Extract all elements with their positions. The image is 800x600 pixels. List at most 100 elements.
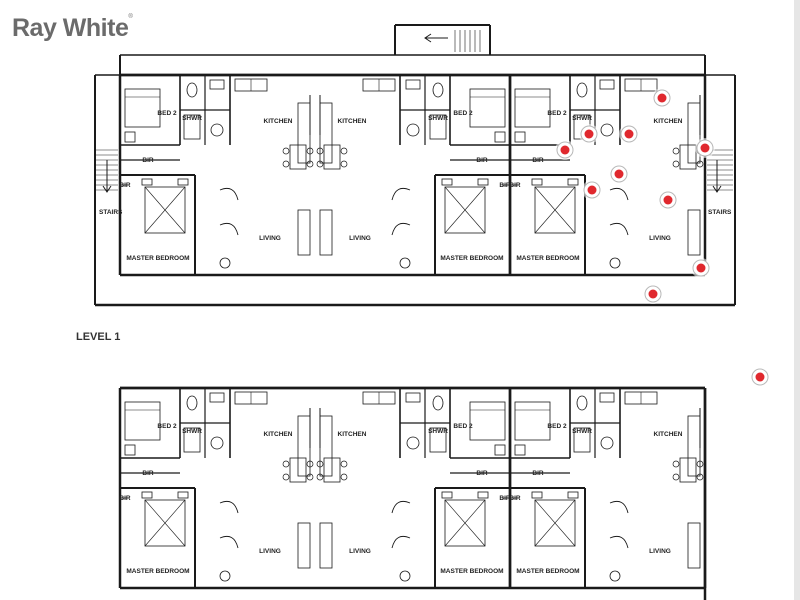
room-label-shwr: SHWR [428,428,448,435]
room-label-bir: BIR [509,182,521,189]
room-label-bir: BIR [532,470,544,477]
hotspot-marker-3[interactable] [619,124,639,144]
shower-base [183,114,201,140]
level-label: LEVEL 1 [76,331,121,343]
wall [534,499,576,547]
shower-base [429,427,447,453]
marker-dot [755,372,765,382]
hotspot-marker-4[interactable] [555,140,575,160]
toilet [432,82,444,98]
wall [144,186,186,234]
room-label-bir: BIR [119,182,131,189]
marker-dot [663,195,673,205]
armchair [609,187,629,201]
room-label-shwr: SHWR [428,115,448,122]
marker-dot [648,289,658,299]
armchair [219,535,239,549]
side-table [399,570,411,582]
toilet [186,395,198,411]
master-side [531,491,543,499]
kitchen-bench [297,102,311,164]
room-label-bir: BIR [142,157,154,164]
kitchen-bench [297,415,311,477]
marker-dot [584,129,594,139]
room-label-kitchen: KITCHEN [654,431,683,438]
hotspot-marker-6[interactable] [609,164,629,184]
page-edge [794,0,800,600]
dining-table [679,457,697,483]
room-label-master: MASTER BEDROOM [516,255,579,262]
chair [282,147,290,155]
room-label-bed2: BED 2 [453,423,473,430]
hotspot-marker-5[interactable] [695,138,715,158]
armchair [219,222,239,236]
hotspot-marker-9[interactable] [691,258,711,278]
dining-table [289,144,307,170]
master-side [477,491,489,499]
room-label-living: LIVING [259,548,281,555]
master-side [441,178,453,186]
bed2-side [494,444,506,456]
dining-table [323,457,341,483]
room-label-bed2: BED 2 [453,110,473,117]
dining-table [289,457,307,483]
chair [306,160,314,168]
unit-lower-1 [118,386,315,590]
basin [599,392,615,403]
basin [209,392,225,403]
room-label-kitchen: KITCHEN [338,431,367,438]
room-label-shwr: SHWR [572,428,592,435]
chair [282,160,290,168]
laundry-machine [210,436,224,450]
room-label-bed2: BED 2 [547,110,567,117]
sofa [687,209,701,256]
room-label-bir: BIR [532,157,544,164]
marker-dot [587,185,597,195]
room-label-bir: BIR [142,470,154,477]
hotspot-marker-10[interactable] [643,284,663,304]
chair [672,473,680,481]
hotspot-marker-7[interactable] [582,180,602,200]
chair [340,473,348,481]
bed2-bed [469,401,506,441]
master-bed [444,499,486,547]
laundry-machine [406,436,420,450]
chair [282,460,290,468]
chair [696,160,704,168]
chair [696,460,704,468]
unit-lower-2 [315,386,512,590]
stairs-arrow-left [102,160,112,193]
shower-base [573,427,591,453]
hotspot-marker-8[interactable] [658,190,678,210]
hotspot-marker-2[interactable] [579,124,599,144]
marker-dot [657,93,667,103]
hotspot-marker-11[interactable] [750,367,770,387]
wall [444,186,486,234]
stairs-arrow-right [712,160,722,193]
side-table [219,570,231,582]
room-label-bed2: BED 2 [157,423,177,430]
bed2-bed [514,88,551,128]
room-label-bir: BIR [499,182,511,189]
room-label-master: MASTER BEDROOM [126,568,189,575]
room-label-bir: BIR [119,495,131,502]
kitchen-bench [687,415,701,477]
room-label-shwr: SHWR [182,428,202,435]
unit-upper-2 [315,73,512,277]
room-label-bed2: BED 2 [547,423,567,430]
master-side [531,178,543,186]
chair [340,460,348,468]
chair [316,473,324,481]
laundry-machine [600,123,614,137]
side-table [609,257,621,269]
basin [599,79,615,90]
dining-table [679,144,697,170]
armchair [219,187,239,201]
master-side [141,491,153,499]
hotspot-marker-1[interactable] [652,88,672,108]
room-label-living: LIVING [649,235,671,242]
side-table [609,570,621,582]
